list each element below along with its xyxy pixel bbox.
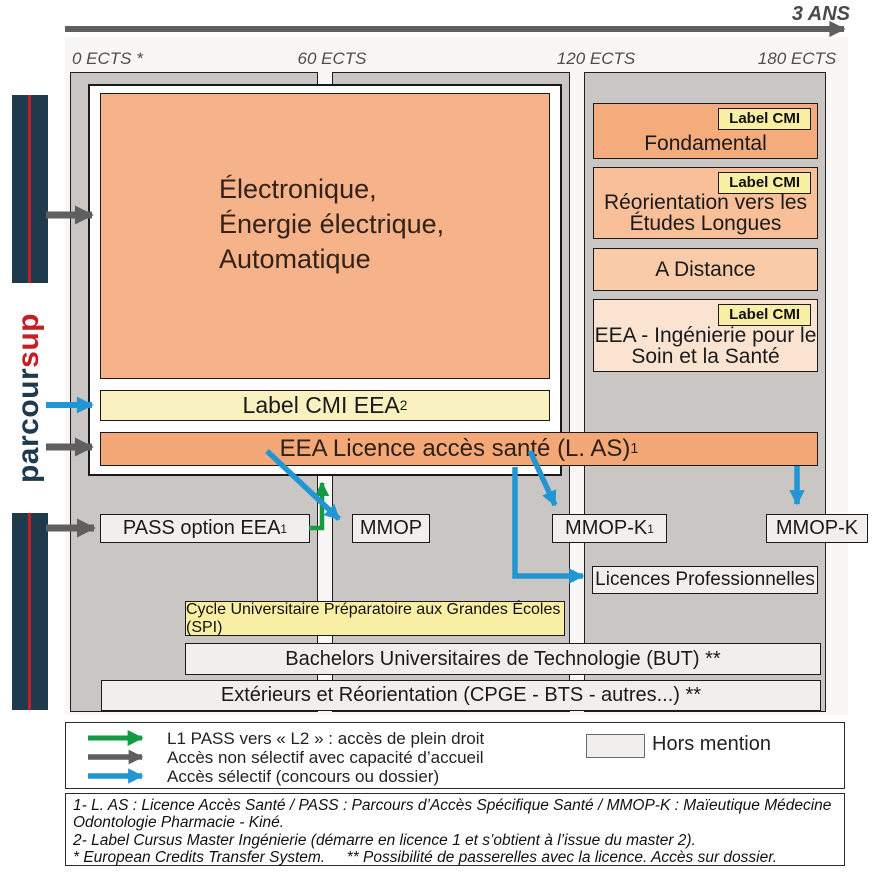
- legend-blue-arrow-icon: [88, 768, 144, 784]
- label-cmi-badge: Label CMI: [718, 304, 811, 326]
- l3-option-reorientation: Label CMI Réorientation vers les Études …: [593, 167, 818, 239]
- footnote-line: Odontologie Pharmacie - Kiné.: [73, 814, 285, 832]
- legend-label-blue: Accès sélectif (concours ou dossier): [167, 767, 440, 786]
- exterieurs-reorientation-box: Extérieurs et Réorientation (CPGE - BTS …: [101, 680, 821, 711]
- label-cmi-badge: Label CMI: [718, 108, 811, 130]
- footnote-line: * European Credits Transfer System. ** P…: [73, 848, 778, 866]
- cupge-spi-box: Cycle Universitaire Préparatoire aux Gra…: [185, 601, 565, 636]
- mmop-k-box: MMOP-K: [766, 514, 868, 543]
- l3-option-fondamental: Label CMI Fondamental: [593, 103, 818, 159]
- legend-green-arrow-icon: [88, 729, 144, 747]
- hors-mention-swatch: [586, 734, 645, 758]
- hors-mention-label: Hors mention: [652, 733, 771, 755]
- licences-professionnelles-box: Licences Professionnelles: [592, 566, 818, 594]
- but-box: Bachelors Universitaires de Technologie …: [185, 643, 821, 675]
- licence-mention-title: Électronique, Énergie électrique, Automa…: [219, 174, 445, 274]
- legend-box: L1 PASS vers « L2 » : accès de plein dro…: [65, 722, 845, 789]
- mmop-box: MMOP: [352, 514, 430, 543]
- legend-label-green: L1 PASS vers « L2 » : accès de plein dro…: [167, 729, 485, 748]
- ects-label-180: 180 ECTS: [757, 49, 837, 68]
- footnotes-box: 1- L. AS : Licence Accès Santé / PASS : …: [65, 793, 845, 866]
- ects-label-120: 120 ECTS: [556, 49, 636, 68]
- ects-label-60: 60 ECTS: [297, 49, 367, 68]
- label-cmi-badge: Label CMI: [718, 172, 811, 194]
- eea-licence-acces-sante-box: EEA Licence accès santé (L. AS)1: [100, 432, 818, 466]
- licence-mention-box: Électronique, Énergie électrique, Automa…: [100, 93, 550, 379]
- parcoursup-logo: parcoursup: [12, 283, 48, 513]
- timeline-duration-label: 3 ANS: [791, 3, 850, 25]
- legend-gray-arrow-icon: [88, 749, 144, 765]
- ects-label-0: 0 ECTS *: [72, 49, 143, 68]
- footnote-line: 2- Label Cursus Master Ingénierie (démar…: [73, 831, 696, 849]
- legend-label-gray: Accès non sélectif avec capacité d’accue…: [167, 748, 484, 767]
- footnote-line: 1- L. AS : Licence Accès Santé / PASS : …: [73, 797, 832, 814]
- l3-option-a-distance: A Distance: [593, 248, 818, 291]
- l3-option-soin-sante: Label CMI EEA - Ingénierie pour le Soin …: [593, 299, 818, 372]
